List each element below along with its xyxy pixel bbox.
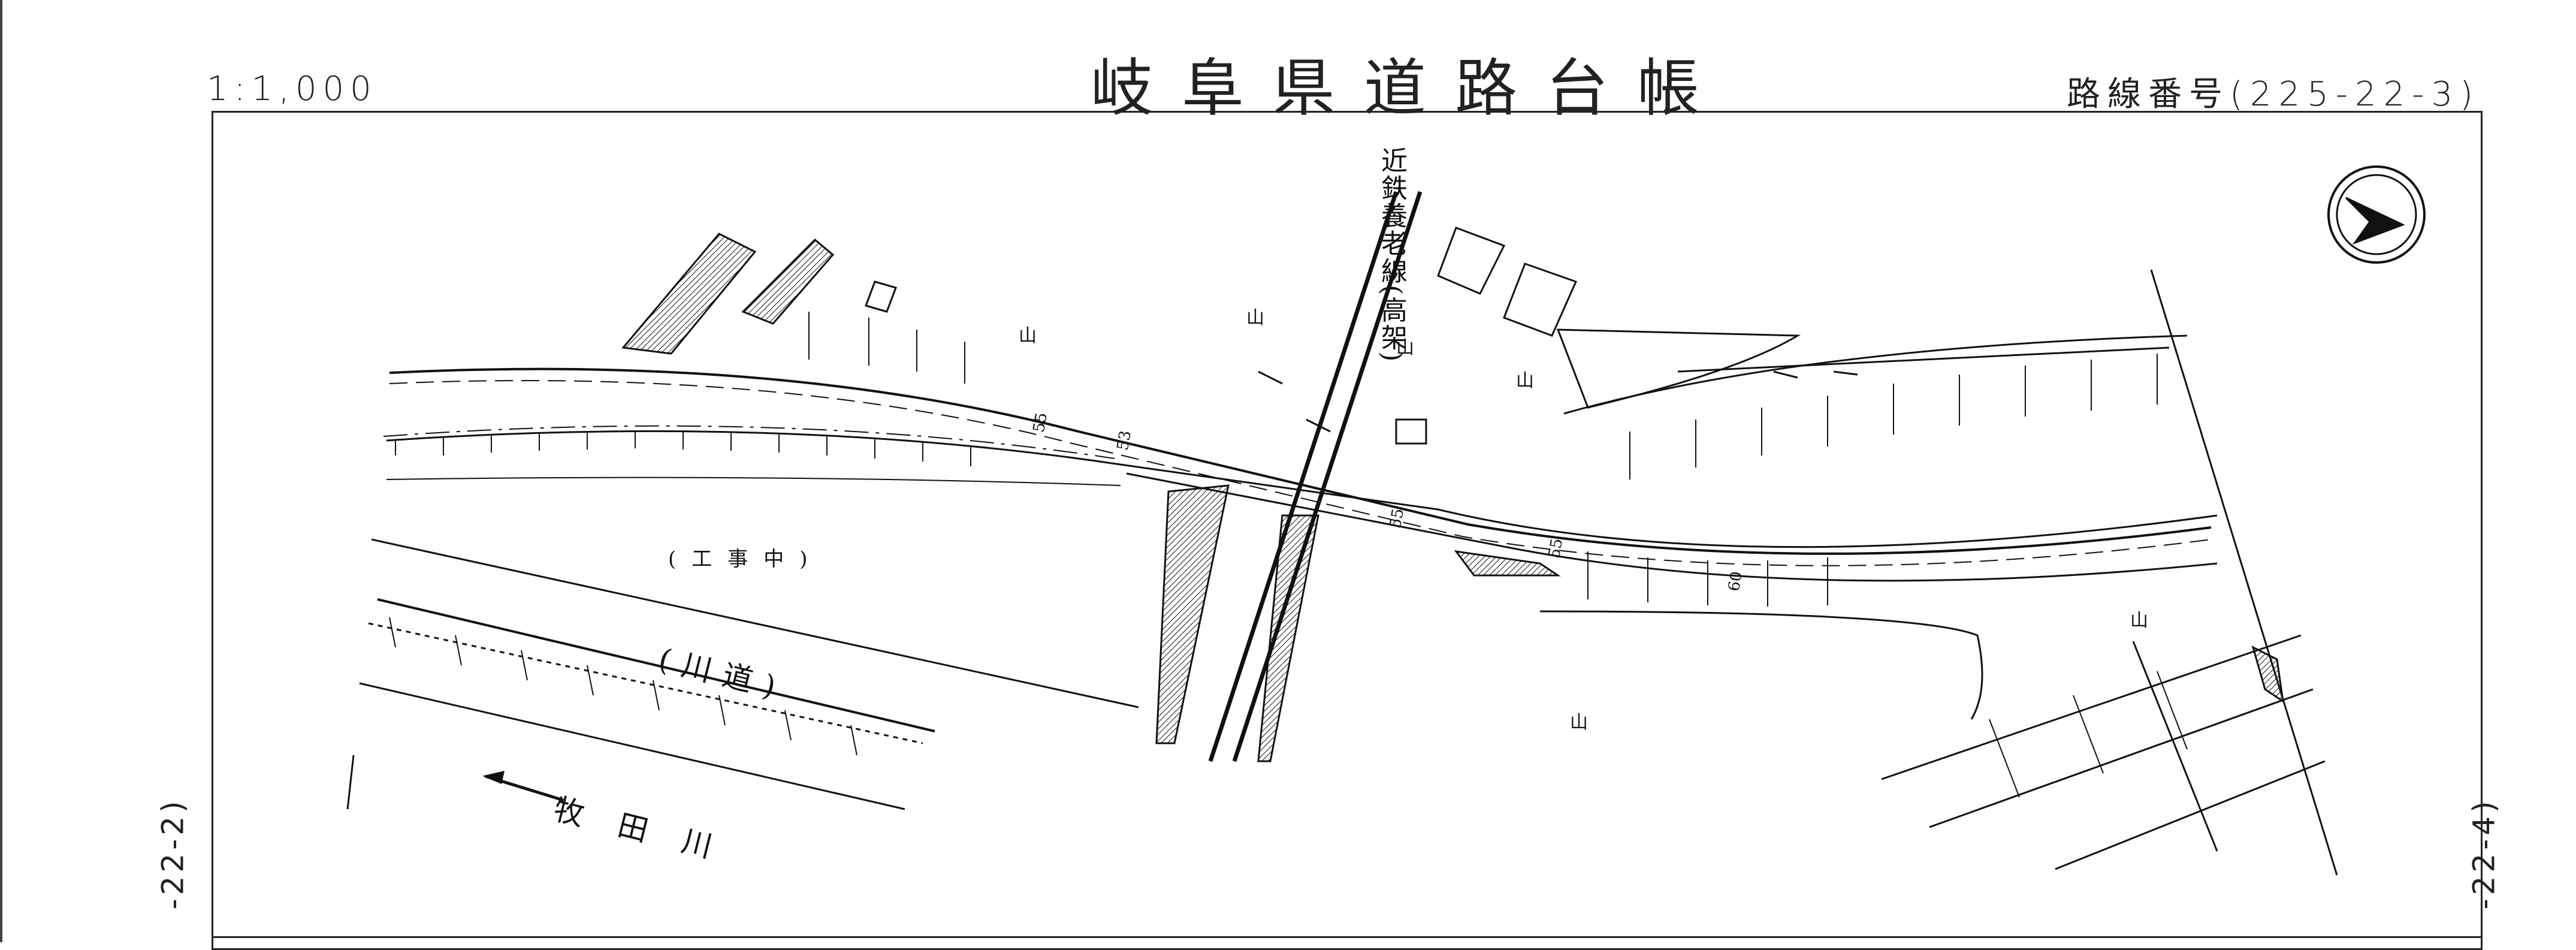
mountain-marker: 山 (2130, 610, 2148, 631)
buildings (865, 227, 1578, 445)
lower-right-slopes (1539, 269, 2338, 876)
chainage-label: 55 (1386, 507, 1408, 530)
embankment-ticks (395, 312, 2158, 607)
railway-line (1208, 191, 1423, 762)
bottom-frame-line (212, 936, 2483, 938)
mountain-marker: 山 (1516, 370, 1534, 391)
chainage-label: 60 (1725, 570, 1747, 593)
main-road (383, 367, 2218, 582)
north-arrow-icon (2327, 165, 2426, 264)
mountain-marker: 山 (1396, 337, 1414, 358)
mountain-marker: 山 (1570, 712, 1588, 733)
chainage-label: 55 (1545, 537, 1567, 560)
river-banks (346, 538, 1139, 810)
railway-label: 近鉄養老線(高架) (1376, 147, 1407, 363)
hatched-structures (621, 233, 2284, 762)
construction-label: (工事中) (668, 547, 823, 571)
chainage-label: 55 (1029, 411, 1052, 434)
flow-arrow-icon (482, 770, 564, 802)
mountain-marker: 山 (1246, 307, 1264, 328)
mountain-marker: 山 (1019, 325, 1037, 346)
upper-right-hill (1556, 328, 2188, 415)
route-number-label: 路線番号(225-22-3) (2067, 75, 2480, 114)
left-edge-line (0, 0, 2, 942)
scale-label: 1:1,000 (207, 70, 378, 108)
chainage-label: 53 (1113, 429, 1136, 452)
